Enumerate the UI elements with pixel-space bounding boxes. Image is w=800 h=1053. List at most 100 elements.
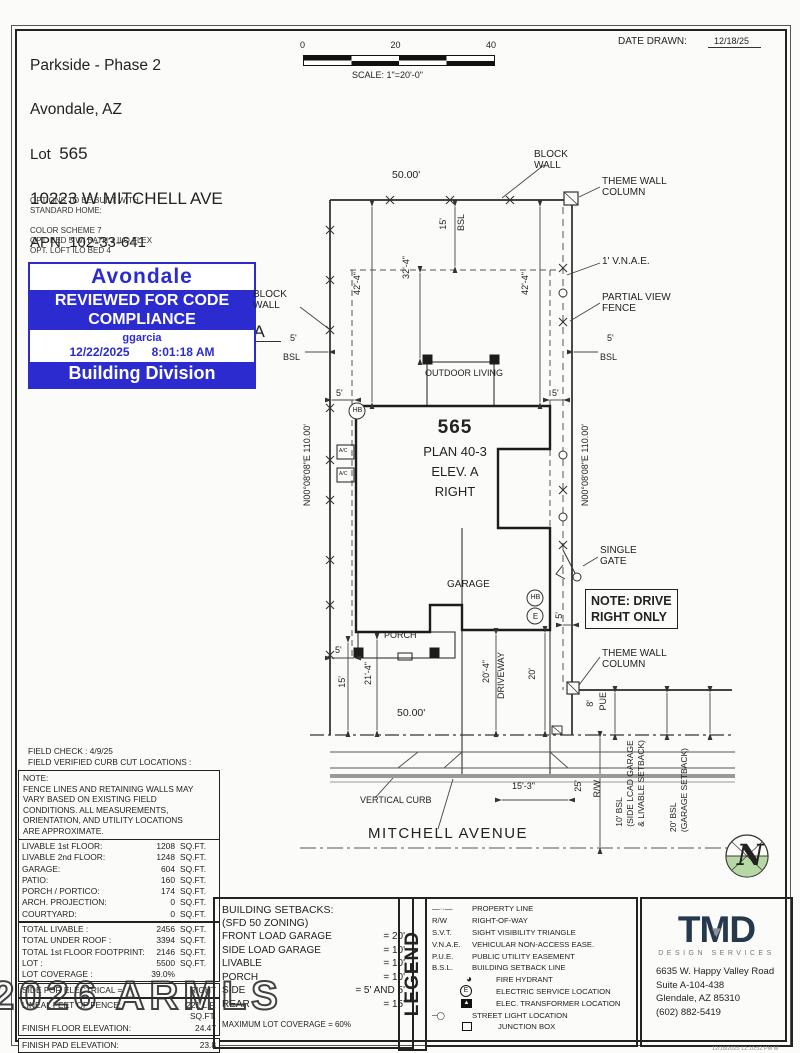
site-plan-drawing [299,164,769,878]
stamp-division: Building Division [30,362,254,387]
lot-row: Lot 565 [30,144,88,163]
table-row: SQ.FT. [189,1011,216,1022]
table-row: LINEAL FEET OF FENCE:221 L.F. [22,1000,216,1010]
dim-5-bsl-right: 5' [607,333,614,343]
setback-row: SIDE= 5' AND 5' [222,985,405,996]
ac-unit-1-label: A/C [339,448,348,454]
firm-title-block: TMD▼ DESIGN SERVICES 6635 W. Happy Valle… [640,897,793,1047]
legend-item: B.S.L.BUILDING SETBACK LINE [432,963,566,973]
dim-15-3: 15'-3" [512,781,535,791]
dim-15-rear: 15' [438,218,448,230]
outdoor-living-label: OUTDOOR LIVING [424,368,503,378]
legend-item: ─◯STREET LIGHT LOCATION [432,1010,568,1020]
bsl-10-label: 10' BSL (SIDE LCAD GARAGE & LIVABLE SETB… [614,740,646,827]
partial-view-fence-label: PARTIAL VIEW FENCE [602,292,671,314]
transformer-icon: ▲ [461,998,472,1008]
dim-5-house-right: 5' [552,388,559,398]
driveway-label: DRIVEWAY [496,652,506,700]
armls-watermark: 2026 ARMLS [0,973,283,1019]
dim-15-front: 15' [337,676,347,688]
theme-wall-column-bottom-label: THEME WALL COLUMN [602,648,667,670]
rw-label: R/W [592,780,602,798]
general-note-box: NOTE: FENCE LINES AND RETAINING WALLS MA… [18,770,220,840]
ac-unit-2-label: A/C [339,471,348,477]
garage-label: GARAGE [447,579,490,590]
pue-label: PUE [598,692,608,711]
scale-bar-ticks: 0 20 40 [300,40,496,50]
setbacks-title: BUILDING SETBACKS: [222,904,334,916]
dim-25-rw: 25' [573,780,583,792]
dim-21-4: 21'-4" [363,662,373,685]
street-name: MITCHELL AVENUE [368,825,529,842]
legend-title-strip: LEGEND [398,897,427,1051]
single-gate-label: SINGLE GATE [600,545,637,567]
property-line-icon: —··— [432,904,453,914]
electric-service-icon: E [460,985,472,998]
legend-item: S.V.T.SIGHT VISIBILITY TRIANGLE [432,927,576,937]
apn-number: 102-33-641 [69,234,146,251]
bsl-rear-label: BSL [456,214,466,232]
dim-lot-width-bottom: 50.00' [397,707,426,719]
setback-row: LIVABLE= 10' [222,958,405,969]
date-drawn-label: DATE DRAWN: [618,36,687,47]
approval-stamp: Avondale REVIEWED FOR CODE COMPLIANCE gg… [28,262,256,389]
drive-note: NOTE: DRIVE RIGHT ONLY [585,589,678,629]
print-timestamp: 12/18/2025 12:10:52 PM M [712,1046,779,1052]
stamp-user: ggarcia [122,332,162,344]
bsl-20-label: 20' BSL (GARAGE SETBACK) [668,748,689,833]
pad-elevation-row: FINISH PAD ELEVATION:23.8 [18,1038,220,1053]
table-row: FINISH FLOOR ELEVATION:24.47 [22,1022,216,1033]
dim-5-house-left: 5' [336,388,343,398]
stamp-city-logo: Avondale [91,265,193,288]
legend-item: P.U.E.PUBLIC UTILITY EASEMENT [432,951,575,961]
house-elevation: ELEV. A [431,464,479,479]
sheet-border-outer [11,25,791,1046]
legend-item: V.N.A.E.VEHICULAR NON-ACCESS EASE. [432,939,595,949]
dim-32-4: 32'-4" [401,256,411,279]
stamp-datetime: 12/22/2025 8:01:18 AM [30,344,254,362]
lot-number: 565 [59,144,88,163]
building-setbacks-box: BUILDING SETBACKS: (SFD 50 ZONING) FRONT… [213,897,414,1049]
hose-bib-symbol: HB [352,407,363,414]
junction-box-icon [462,1022,472,1032]
electrical-side-row: SIDE FOR ELECTRICAL =RIGHT [18,983,220,999]
sheet-border-inner [15,29,787,1042]
scale-label: SCALE: 1"=20'-0" [352,70,423,80]
dim-lot-width-top: 50.00' [392,169,421,181]
scale-bar [303,55,495,66]
dim-42-4-left: 42'-4" [352,272,362,295]
logo-triangle-icon: ▼ [709,924,724,941]
house-orientation: RIGHT [434,484,476,499]
setback-row: REAR= 15' [222,998,405,1010]
setback-row: PORCH= 10' [222,971,405,983]
vertical-curb-label: VERTICAL CURB [360,795,432,805]
vnae-label: 1' V.N.A.E. [602,256,650,267]
theme-wall-column-top-label: THEME WALL COLUMN [602,176,667,198]
setback-row: FRONT LOAD GARAGE= 20' [222,931,405,942]
dim-20-4: 20'-4" [481,660,491,683]
porch-label: PORCH [384,630,417,640]
firm-address: 6635 W. Happy Valley Road Suite A-104-43… [656,966,775,1018]
house-lot-number: 565 [437,417,473,438]
max-lot-coverage: MAXIMUM LOT COVERAGE = 60% [222,1020,351,1029]
fence-elevation-table: LINEAL FEET OF FENCE:221 L.F. SQ.FT. FIN… [18,998,220,1036]
project-city: Avondale, AZ [30,101,122,118]
table-row: SIDE FOR ELECTRICAL =RIGHT [22,985,216,995]
table-row: FINISH PAD ELEVATION:23.8 [22,1040,216,1050]
electric-service-symbol: E [532,612,539,621]
setback-row: SIDE LOAD GARAGE= 10' [222,944,405,956]
house-plan-name: PLAN 40-3 [423,444,487,459]
